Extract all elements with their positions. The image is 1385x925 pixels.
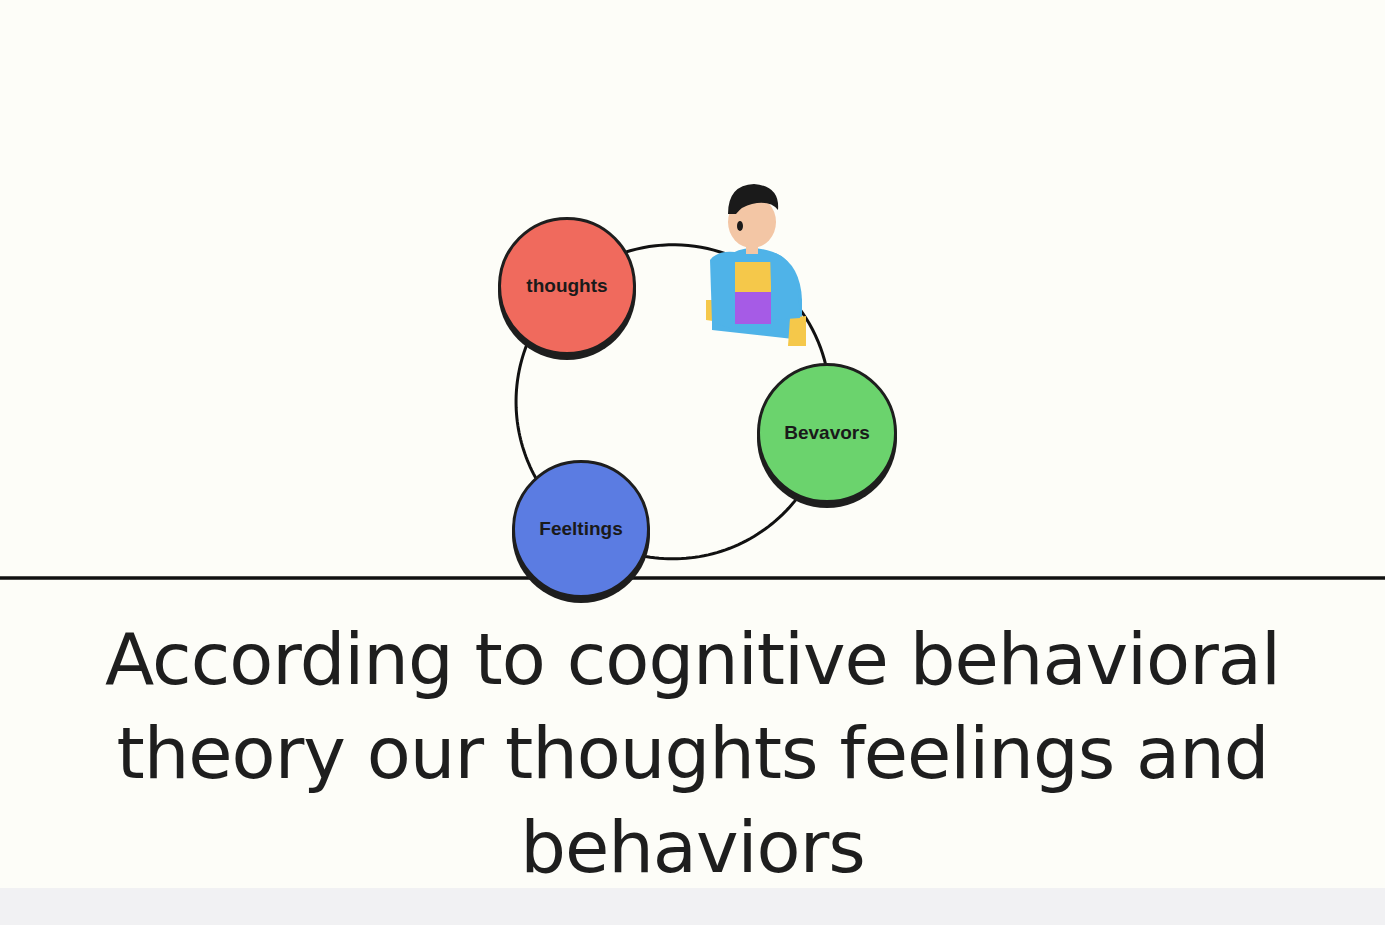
node-label: thoughts: [526, 275, 607, 297]
caption-text: According to cognitive behavioral theory…: [0, 612, 1385, 894]
baseline-rule: [0, 576, 1385, 580]
cycle-arc: [641, 494, 800, 559]
concept-circle: Feeltings: [512, 460, 650, 598]
node-label: Feeltings: [539, 518, 622, 540]
concept-circle: Bevavors: [757, 363, 897, 503]
person-figure: [706, 184, 806, 346]
concept-circle: thoughts: [498, 217, 636, 355]
cycle-arc: [516, 340, 537, 480]
bottom-bar: [0, 888, 1385, 925]
node-label: Bevavors: [784, 422, 870, 444]
cycle-arc: [624, 245, 826, 366]
